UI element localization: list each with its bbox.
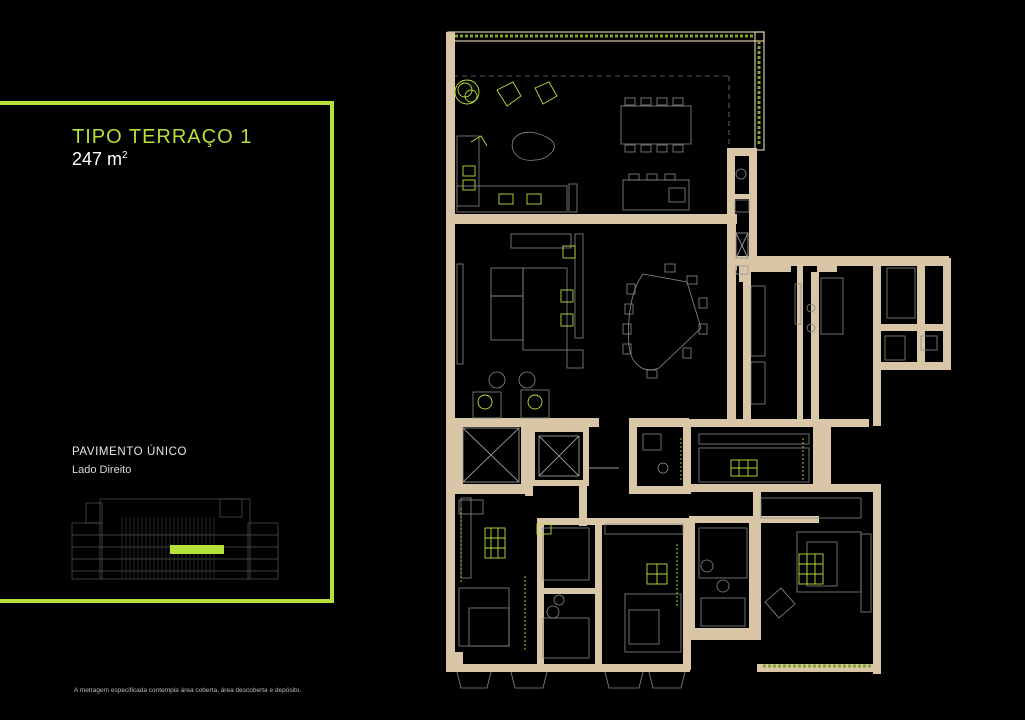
elevator-shafts (462, 232, 749, 483)
terrace-bar-counter (622, 179, 690, 211)
floor-plan (446, 31, 951, 689)
unit-info-frame (0, 101, 334, 603)
unit-highlight (170, 545, 224, 554)
unit-title: TIPO TERRAÇO 1 (72, 126, 253, 148)
area-value: 247 m (72, 149, 123, 169)
walls (446, 32, 951, 674)
terrace-dining-table (620, 105, 692, 145)
building-wing-left (71, 522, 103, 580)
rug-suite (798, 553, 824, 585)
highlight-objects (454, 79, 824, 652)
building-tower-left (85, 502, 103, 524)
bay-windows (456, 664, 871, 689)
furniture (456, 97, 938, 659)
rug-bed-1 (484, 527, 506, 559)
dining-table (628, 273, 702, 371)
floor-label: PAVIMENTO ÚNICO (72, 446, 188, 458)
building-wing-right (247, 522, 279, 580)
building-elevation-key (71, 498, 279, 580)
terrace-coffee-table (511, 131, 555, 161)
terrace-planter (447, 31, 765, 151)
building-outline (99, 498, 251, 580)
footnote: A metragem especificada contempla área c… (74, 687, 302, 694)
terrace-plant (454, 79, 480, 105)
area-unit-superscript: 2 (122, 150, 128, 161)
building-tower-right (219, 498, 243, 518)
side-label: Lado Direito (72, 464, 132, 476)
unit-area: 247 m2 (72, 148, 128, 170)
